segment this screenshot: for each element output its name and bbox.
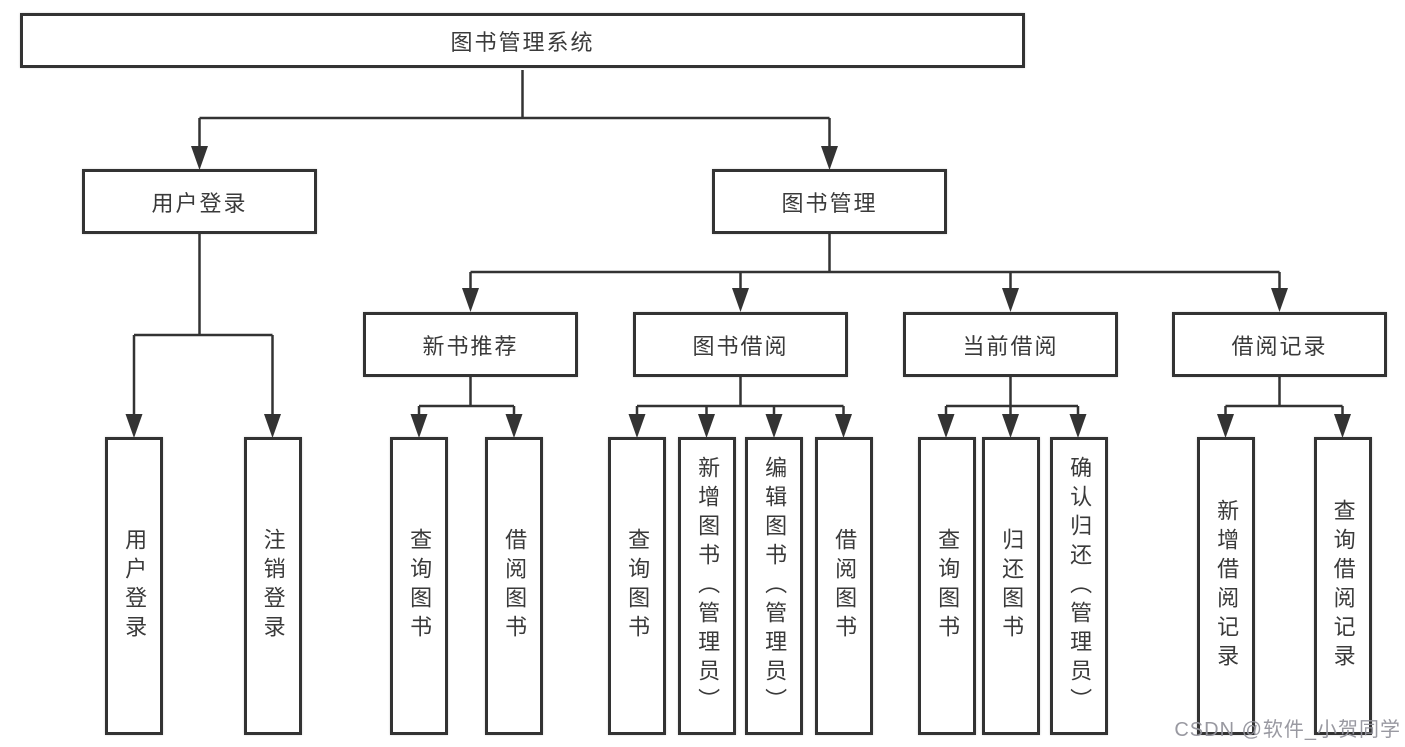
leaf-query-books-current: 查询图书: [918, 437, 976, 735]
node-user-login: 用户登录: [82, 169, 317, 234]
leaf-query-books: 查询图书: [608, 437, 666, 735]
connector-new-book-recommend-to-leaves: [410, 377, 523, 438]
leaf-user-login: 用户登录: [105, 437, 163, 735]
node-root-library-system: 图书管理系统: [20, 13, 1025, 68]
leaf-query-books-recommend: 查询图书: [390, 437, 448, 735]
connector-book-management-to-level3: [462, 234, 1288, 312]
connector-book-borrow-to-leaves: [628, 377, 852, 438]
node-new-book-recommend: 新书推荐: [363, 312, 578, 377]
leaf-add-borrow-record: 新增借阅记录: [1197, 437, 1255, 735]
leaf-return-books: 归还图书: [982, 437, 1040, 735]
leaf-add-books-admin: 新增图书（管理员）: [678, 437, 736, 735]
node-book-management: 图书管理: [712, 169, 947, 234]
leaf-logout: 注销登录: [243, 437, 302, 735]
leaf-confirm-return-admin: 确认归还（管理员）: [1050, 437, 1108, 735]
connector-current-borrow-to-leaves: [937, 377, 1087, 438]
connector-user-login-to-leaves: [125, 234, 281, 438]
leaf-borrow-books: 借阅图书: [815, 437, 873, 735]
node-borrow-records: 借阅记录: [1172, 312, 1387, 377]
watermark-text: CSDN @软件_小贺同学: [1174, 719, 1401, 741]
node-book-borrow: 图书借阅: [633, 312, 848, 377]
leaf-edit-books-admin: 编辑图书（管理员）: [745, 437, 803, 735]
leaf-query-borrow-record: 查询借阅记录: [1313, 437, 1372, 735]
leaf-borrow-books-recommend: 借阅图书: [485, 437, 543, 735]
connector-borrow-records-to-leaves: [1217, 377, 1351, 438]
connector-root-to-level2: [191, 70, 838, 170]
node-current-borrow: 当前借阅: [903, 312, 1118, 377]
